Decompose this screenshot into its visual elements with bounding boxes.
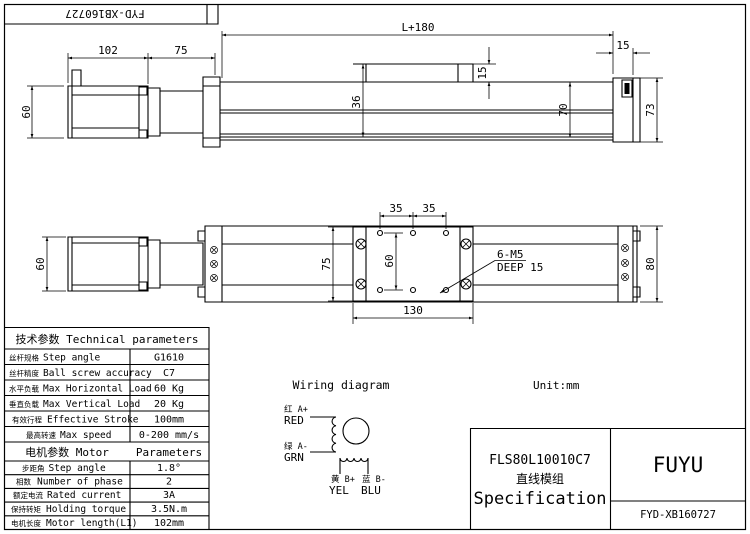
dim-35b: 35 <box>422 202 435 215</box>
svg-text:2: 2 <box>166 477 172 488</box>
coil-a <box>331 416 337 453</box>
side-view-dimensions: 102 75 L+180 15 60 36 15 70 73 <box>20 21 663 143</box>
svg-text:1.8°: 1.8° <box>157 463 181 474</box>
drawing-number: FYD-XB160727 <box>640 509 716 521</box>
extension-lines <box>27 31 663 143</box>
dim-15-endcap: 15 <box>616 39 629 52</box>
dim-102: 102 <box>98 44 118 57</box>
stamp-text: FYD-XB160727 <box>65 7 144 20</box>
slider-corner-screws <box>355 238 472 290</box>
wire-a-plus-cn: 红 A+ <box>284 404 308 415</box>
stamp-box: FYD-XB160727 <box>4 4 219 25</box>
dim-130: 130 <box>403 304 423 317</box>
thread-callout: 6-M5 DEEP 15 <box>439 248 543 294</box>
top-view <box>67 225 641 303</box>
motor-section-header: 电机参数 Motor <box>25 445 109 459</box>
motor-symbol <box>342 417 370 445</box>
title-block: FLS80L10010C7 直线模组 Specification FUYU FY… <box>469 427 746 530</box>
top-view-dimensions: 60 35 35 75 60 130 80 6-M5 DEEP 15 <box>34 202 663 324</box>
svg-text:3A: 3A <box>163 490 175 501</box>
dim-70: 70 <box>557 103 570 116</box>
wiring-diagram: Wiring diagram 红 A+ RED 绿 A- GRN 黄 B+ YE… <box>284 378 390 497</box>
thread-label: 6-M5 <box>497 248 524 261</box>
dim-73: 73 <box>644 103 657 116</box>
wire-b-plus: YEL <box>329 484 349 497</box>
product-name-cn: 直线模组 <box>516 472 564 486</box>
dim-L180: L+180 <box>401 21 434 34</box>
table-title: 技术参数 Technical parameters <box>15 332 198 346</box>
svg-text:102mm: 102mm <box>154 518 184 529</box>
callout-leader <box>439 260 496 294</box>
svg-text:3.5N.m: 3.5N.m <box>151 504 187 515</box>
dim-35a: 35 <box>389 202 402 215</box>
dim-80: 80 <box>644 257 657 270</box>
thread-depth-label: DEEP 15 <box>497 261 543 274</box>
mounting-holes-m5 <box>376 229 450 294</box>
svg-text:20 Kg: 20 Kg <box>154 399 184 410</box>
dim-75: 75 <box>174 44 187 57</box>
wire-b-minus: BLU <box>361 484 381 497</box>
wire-b-minus-cn: 蓝 B- <box>362 474 386 485</box>
wire-a-minus-cn: 绿 A- <box>284 441 308 452</box>
title-block-grid <box>469 427 746 530</box>
table-grid <box>4 326 210 530</box>
extension-lines <box>42 212 663 324</box>
top-view-outline <box>67 225 641 303</box>
doc-type: Specification <box>473 489 606 509</box>
dim-60-motor: 60 <box>20 105 33 118</box>
dim-15-slider: 15 <box>476 66 489 79</box>
svg-text:0-200 mm/s: 0-200 mm/s <box>139 430 199 441</box>
wire-b-plus-cn: 黄 B+ <box>331 474 355 485</box>
dim-60-motor: 60 <box>34 257 47 270</box>
model-number: FLS80L10010C7 <box>489 453 591 468</box>
svg-text:60 Kg: 60 Kg <box>154 384 184 395</box>
svg-text:G1610: G1610 <box>154 353 184 364</box>
dim-36: 36 <box>350 95 363 108</box>
wire-a-minus: GRN <box>284 451 304 464</box>
unit-note: Unit:mm <box>533 379 580 392</box>
wiring-wires <box>310 416 369 474</box>
wiring-title: Wiring diagram <box>293 378 390 392</box>
svg-text:100mm: 100mm <box>154 415 184 426</box>
brand-name: FUYU <box>653 453 704 477</box>
motor-section-header-right: Parameters <box>136 446 202 459</box>
wire-a-plus: RED <box>284 414 304 427</box>
dim-75: 75 <box>320 257 333 270</box>
coil-b <box>339 457 369 463</box>
limit-sensor <box>624 83 630 94</box>
page-border <box>3 3 747 531</box>
dim-60-holes: 60 <box>383 254 396 267</box>
end-block-screws <box>210 244 629 282</box>
svg-text:C7: C7 <box>163 368 175 379</box>
